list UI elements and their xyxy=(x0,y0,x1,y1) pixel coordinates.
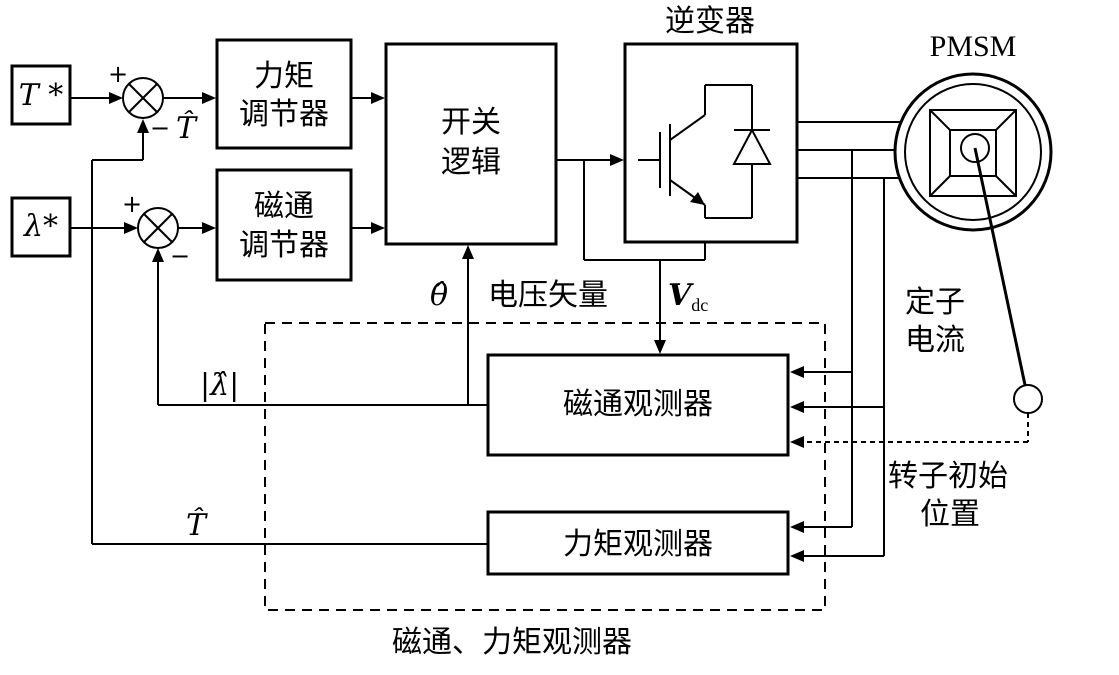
rotor-position-line2: 位置 xyxy=(920,497,980,532)
inverter-block: 逆变器 xyxy=(623,4,799,244)
theta-estimate-label: θ̂ xyxy=(430,278,448,313)
torque-regulator-line2: 调节器 xyxy=(239,97,329,132)
torque-feedback-label: T̂ xyxy=(186,508,208,543)
stator-current-line1: 定子 xyxy=(905,285,965,320)
switch-logic-line1: 开关 xyxy=(441,105,501,140)
dc-voltage-subscript: dc xyxy=(691,295,708,315)
stator-current-line2: 电流 xyxy=(905,323,965,358)
torque-regulator-line1: 力矩 xyxy=(254,59,314,94)
flux-reference-label: λ* xyxy=(23,209,58,244)
flux-magnitude-label: |λ̂| xyxy=(200,368,239,403)
observer-group-label: 磁通、力矩观测器 xyxy=(392,625,632,660)
torque-regulator-block: 力矩 调节器 xyxy=(215,38,353,150)
torque-estimate-label: T̂ xyxy=(176,111,198,146)
switch-logic-block: 开关 逻辑 xyxy=(384,42,558,246)
flux-observer-label: 磁通观测器 xyxy=(563,387,713,422)
inverter-label: 逆变器 xyxy=(665,4,755,39)
pmsm-label: PMSM xyxy=(930,30,1017,63)
flux-reference-block: λ* xyxy=(10,196,72,258)
signal-lines xyxy=(70,92,1029,562)
dc-voltage-label: Vdc xyxy=(668,278,708,315)
torque-observer-label: 力矩观测器 xyxy=(563,527,713,562)
torque-observer-block: 力矩观测器 xyxy=(486,510,790,576)
flux-plus-sign: + xyxy=(122,190,142,218)
dc-voltage-main: V xyxy=(668,278,694,313)
torque-summing-junction xyxy=(122,77,164,119)
flux-minus-sign: − xyxy=(170,242,190,270)
switch-logic-line2: 逻辑 xyxy=(441,145,501,180)
rotor-position-line1: 转子初始 xyxy=(888,459,1008,494)
torque-reference-block: T * xyxy=(10,64,72,126)
flux-regulator-line1: 磁通 xyxy=(254,189,314,224)
torque-reference-label: T * xyxy=(19,78,64,113)
observer-group-boundary xyxy=(264,322,826,611)
flux-regulator-line2: 调节器 xyxy=(239,228,329,263)
voltage-vector-label: 电压矢量 xyxy=(488,278,608,313)
flux-observer-block: 磁通观测器 xyxy=(486,353,790,457)
torque-plus-sign: + xyxy=(108,60,128,88)
torque-minus-sign: − xyxy=(150,114,170,142)
pmsm-motor: PMSM xyxy=(893,30,1053,414)
flux-regulator-block: 磁通 调节器 xyxy=(215,168,353,282)
